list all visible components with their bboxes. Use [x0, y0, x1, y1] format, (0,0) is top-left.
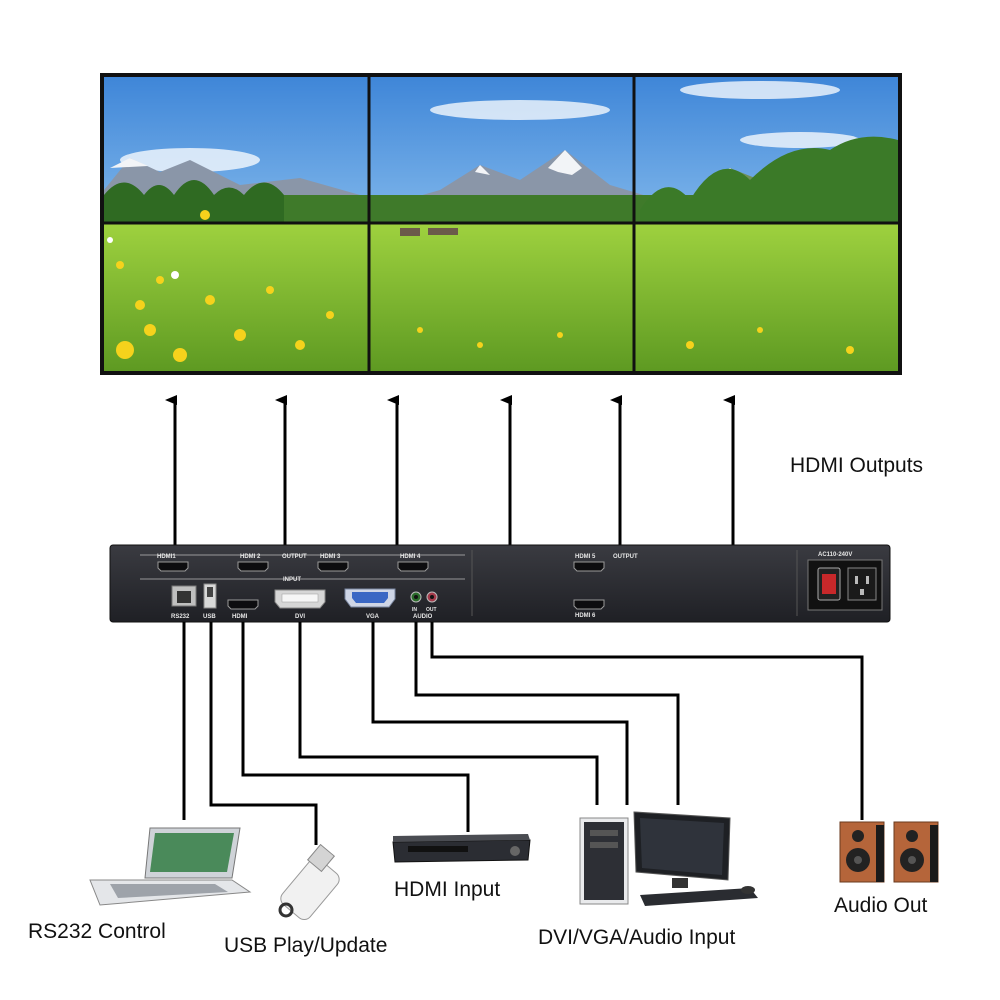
- label-dvi: DVI: [295, 614, 305, 620]
- hdmi3-port: [317, 561, 349, 572]
- usb-stick-icon: [278, 843, 340, 921]
- label-usb: USB: [203, 614, 216, 620]
- snow-left: [110, 158, 148, 168]
- port-label-hdmi3: HDMI 3: [320, 554, 341, 560]
- cable-vga: [371, 622, 629, 805]
- video-wall: [100, 73, 902, 375]
- label-audio-in: IN: [412, 607, 417, 613]
- panel-body: [109, 544, 891, 623]
- right-output-label: OUTPUT: [613, 554, 638, 560]
- hdmi5-port: [573, 561, 605, 572]
- cable-dvi: [298, 622, 599, 805]
- hdmi6-port: [573, 599, 605, 610]
- label-vga: VGA: [366, 614, 380, 620]
- port-label-hdmi4: HDMI 4: [400, 554, 421, 560]
- label-rs232-control: RS232 Control: [28, 920, 166, 943]
- cable-hdmi: [241, 622, 470, 832]
- label-audio-out: Audio Out: [834, 894, 928, 917]
- port-label-hdmi1: HDMI1: [157, 554, 176, 560]
- media-player-icon: [392, 834, 531, 863]
- hdmi4-port: [397, 561, 429, 572]
- output-label: OUTPUT: [282, 554, 307, 560]
- snow-center: [548, 150, 582, 175]
- power-label: AC110-240V: [818, 552, 852, 558]
- hdmi-outputs-label: HDMI Outputs: [790, 454, 923, 477]
- hdmi2-port: [237, 561, 269, 572]
- label-hdmi-input: HDMI Input: [394, 878, 500, 901]
- input-label: INPUT: [283, 577, 301, 583]
- speakers-icon: [839, 821, 939, 883]
- hdmi1-port: [157, 561, 189, 572]
- computer-icon: [579, 811, 758, 906]
- cable-audio-in: [414, 622, 680, 805]
- input-cables: [182, 622, 864, 845]
- rear-panel: HDMI1 HDMI 2 OUTPUT HDMI 3 HDMI 4 INPUT …: [109, 544, 891, 623]
- hdmi-input-port: [227, 599, 259, 610]
- port-label-hdmi6: HDMI 6: [575, 613, 596, 619]
- village: [400, 228, 458, 236]
- label-dvi-vga-audio-input: DVI/VGA/Audio Input: [538, 926, 735, 949]
- port-label-hdmi5: HDMI 5: [575, 554, 596, 560]
- wall-meadow: [104, 222, 898, 371]
- label-audio-out: OUT: [426, 607, 437, 613]
- power-socket: [847, 567, 877, 601]
- output-arrows: [165, 395, 735, 548]
- label-usb-play-update: USB Play/Update: [224, 934, 387, 957]
- flowers: [116, 210, 854, 362]
- cable-usb: [209, 622, 318, 845]
- port-label-hdmi2: HDMI 2: [240, 554, 261, 560]
- label-hdmi-in: HDMI: [232, 614, 248, 620]
- laptop-icon: [89, 827, 252, 906]
- label-audio: AUDIO: [413, 614, 433, 620]
- cable-audio-out: [430, 622, 864, 820]
- label-rs232: RS232: [171, 614, 190, 620]
